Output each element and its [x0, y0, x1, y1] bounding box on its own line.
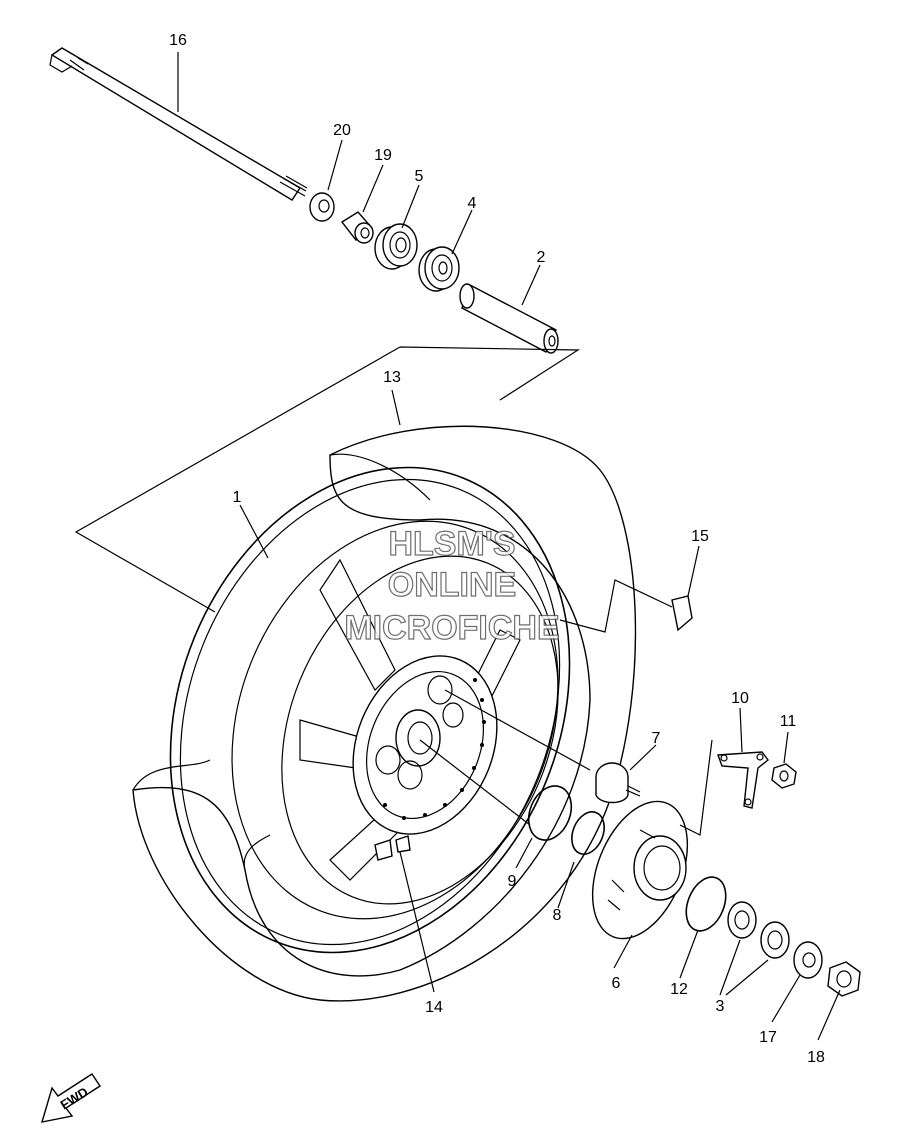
leader-lines	[177, 52, 841, 1041]
label-13: 13	[383, 369, 401, 386]
label-15: 15	[691, 528, 709, 545]
wheel-rim[interactable]	[100, 407, 640, 1013]
fwd-arrow-icon: FWD	[41, 1073, 101, 1123]
axle[interactable]	[49, 47, 308, 201]
meter-gear-6[interactable]	[574, 788, 706, 953]
label-3: 3	[716, 998, 725, 1015]
bolt-15[interactable]	[671, 595, 693, 632]
label-14: 14	[425, 999, 443, 1016]
label-19: 19	[374, 147, 392, 164]
label-9: 9	[508, 873, 517, 890]
plate-10[interactable]	[717, 751, 769, 809]
label-16: 16	[169, 32, 187, 49]
washer-17[interactable]	[793, 941, 823, 979]
bolt-bracket	[559, 579, 673, 633]
label-20: 20	[333, 122, 351, 139]
label-5: 5	[415, 168, 424, 185]
label-2: 2	[537, 249, 546, 266]
tire-bracket	[74, 346, 580, 613]
label-8: 8	[553, 907, 562, 924]
nut-18[interactable]	[827, 961, 861, 997]
label-17: 17	[759, 1029, 777, 1046]
watermark-line-1: HLSM'S	[388, 525, 515, 563]
watermark-line-2: ONLINE	[388, 566, 516, 604]
label-10: 10	[731, 690, 749, 707]
bearing-3[interactable]	[727, 901, 790, 959]
label-18: 18	[807, 1049, 825, 1066]
watermark-line-3: MICROFICHE	[344, 609, 559, 647]
bearing-5[interactable]	[374, 223, 418, 270]
o-ring-8[interactable]	[566, 807, 610, 859]
label-7: 7	[652, 730, 661, 747]
spacer-2[interactable]	[459, 283, 559, 354]
collar-19[interactable]	[340, 211, 374, 244]
tire-valve[interactable]	[374, 835, 411, 861]
o-ring-12[interactable]	[679, 871, 733, 936]
watermark: HLSM'S ONLINE MICROFICHE	[344, 524, 561, 647]
label-1: 1	[233, 489, 242, 506]
collar-7[interactable]	[595, 762, 641, 804]
bearing-4[interactable]	[418, 246, 460, 292]
label-4: 4	[468, 195, 477, 212]
collar-20[interactable]	[309, 192, 335, 222]
axis-line	[419, 689, 591, 826]
label-12: 12	[670, 981, 688, 998]
plate-bracket	[679, 739, 713, 836]
nut-11[interactable]	[771, 763, 797, 789]
label-6: 6	[612, 975, 621, 992]
label-11: 11	[780, 713, 797, 730]
o-ring-9[interactable]	[521, 780, 579, 847]
